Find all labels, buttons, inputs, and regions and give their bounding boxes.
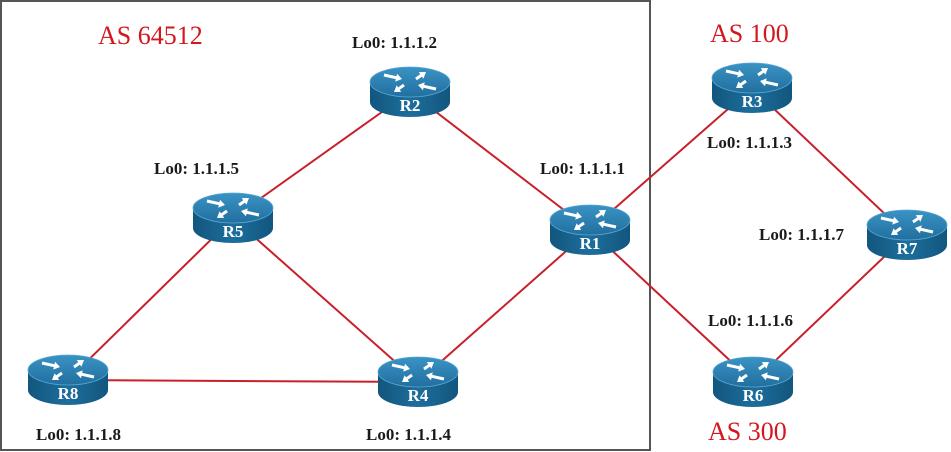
loopback-label-r4: Lo0: 1.1.1.4: [366, 425, 452, 444]
link-r5-r8: [67, 217, 234, 381]
router-r6[interactable]: R6: [712, 356, 794, 407]
link-r8-r4: [67, 379, 419, 383]
router-arrow-icon: [737, 373, 748, 382]
loopback-label-r6: Lo0: 1.1.1.6: [708, 311, 793, 330]
router-arrow-icon: [241, 208, 260, 217]
router-arrow-icon: [426, 372, 445, 381]
router-arrow-icon: [391, 363, 410, 372]
loopback-label-r3: Lo0: 1.1.1.3: [707, 133, 792, 152]
router-arrow-icon: [880, 216, 899, 225]
router-name-r1: R1: [580, 234, 601, 253]
router-arrow-icon: [238, 198, 249, 207]
router-arrow-icon: [423, 362, 434, 371]
router-arrow-icon: [73, 360, 84, 369]
router-top: [549, 204, 631, 236]
link-r2-r5: [232, 91, 411, 219]
router-top: [192, 192, 274, 224]
as-label-100: AS 100: [710, 19, 789, 48]
router-arrow-icon: [76, 370, 95, 379]
as-64512-boundary: [0, 0, 651, 451]
link-r1-r3: [589, 87, 753, 231]
router-name-r6: R6: [743, 386, 764, 405]
router-name-r4: R4: [408, 386, 429, 405]
router-arrow-icon: [41, 361, 60, 370]
router-arrow-icon: [760, 78, 779, 87]
router-arrow-icon: [217, 209, 228, 218]
router-r3[interactable]: R3: [711, 62, 793, 113]
router-arrow-icon: [206, 199, 225, 208]
link-r2-r1: [409, 91, 591, 231]
router-top: [711, 62, 793, 94]
loopback-label-r8: Lo0: 1.1.1.8: [36, 425, 121, 444]
link-r1-r6: [589, 229, 754, 383]
link-r3-r7: [751, 87, 908, 236]
router-arrow-icon: [383, 73, 402, 82]
router-arrow-icon: [891, 226, 902, 235]
router-arrow-icon: [725, 69, 744, 78]
router-arrow-icon: [402, 373, 413, 382]
router-arrow-icon: [912, 215, 923, 224]
router-top: [27, 354, 109, 386]
router-arrow-icon: [915, 225, 934, 234]
router-top: [377, 356, 459, 388]
router-arrow-icon: [598, 220, 617, 229]
loopback-label-r2: Lo0: 1.1.1.2: [352, 33, 437, 52]
router-arrow-icon: [52, 371, 63, 380]
link-r6-r7: [752, 234, 908, 383]
router-r2[interactable]: R2: [369, 66, 451, 117]
router-arrow-icon: [595, 210, 606, 219]
router-r1[interactable]: R1: [549, 204, 631, 255]
link-r5-r4: [232, 217, 419, 383]
router-arrow-icon: [761, 372, 780, 381]
loopback-label-r1: Lo0: 1.1.1.1: [540, 159, 625, 178]
router-arrow-icon: [563, 211, 582, 220]
links-layer: [67, 87, 908, 383]
as-label-300: AS 300: [708, 417, 787, 446]
router-name-r3: R3: [742, 92, 763, 111]
router-arrow-icon: [394, 83, 405, 92]
loopback-label-r7: Lo0: 1.1.1.7: [759, 225, 845, 244]
router-arrow-icon: [415, 72, 426, 81]
as-label-64512: AS 64512: [98, 21, 203, 50]
router-name-r7: R7: [897, 239, 918, 258]
router-r5[interactable]: R5: [192, 192, 274, 243]
router-name-r8: R8: [58, 384, 79, 403]
router-arrow-icon: [726, 363, 745, 372]
router-top: [866, 209, 948, 241]
router-r8[interactable]: R8: [27, 354, 109, 405]
router-top: [712, 356, 794, 388]
router-r7[interactable]: R7: [866, 209, 948, 260]
router-arrow-icon: [418, 82, 437, 91]
router-arrow-icon: [758, 362, 769, 371]
loopback-label-r5: Lo0: 1.1.1.5: [154, 159, 239, 178]
router-arrow-icon: [574, 221, 585, 230]
router-top: [369, 66, 451, 98]
router-name-r5: R5: [223, 222, 244, 241]
link-r4-r1: [417, 229, 591, 383]
router-r4[interactable]: R4: [377, 356, 459, 407]
router-arrow-icon: [757, 68, 768, 77]
router-name-r2: R2: [400, 96, 421, 115]
router-arrow-icon: [736, 79, 747, 88]
